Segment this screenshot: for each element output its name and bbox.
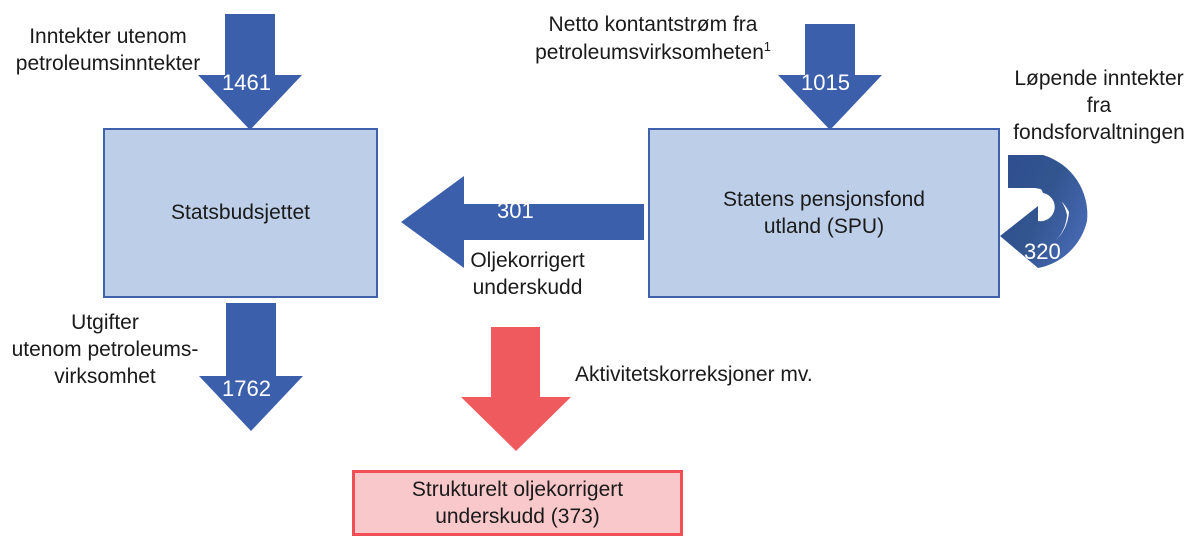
arrow-value-1461: 1461 bbox=[222, 70, 271, 95]
arrow-net-cash-flow-petroleum bbox=[778, 24, 882, 130]
box-pension-fund[interactable]: Statens pensjonsfond utland (SPU) bbox=[648, 128, 1000, 298]
label-net-cash-flow-petroleum-text: Netto kontantstrøm fra petroleumsvirksom… bbox=[535, 13, 764, 64]
label-oil-corrected-deficit: Oljekorrigert underskudd bbox=[470, 249, 585, 299]
arrow-expenses-excl-petroleum bbox=[199, 303, 303, 431]
box-state-budget-label: Statsbudsjettet bbox=[171, 201, 310, 225]
label-fund-management-income: Løpende inntekter fra fondsforvaltningen bbox=[1013, 67, 1185, 144]
label-revenue-excl-petroleum: Inntekter utenom petroleumsinntekter bbox=[15, 25, 201, 75]
box-structural-deficit[interactable]: Strukturelt oljekorrigert underskudd (37… bbox=[352, 470, 683, 536]
label-net-cash-flow-petroleum: Netto kontantstrøm fra petroleumsvirksom… bbox=[508, 12, 798, 67]
arrow-revenue-excl-petroleum bbox=[198, 14, 302, 130]
label-expenses-excl-petroleum: Utgifter utenom petroleums- virksomhet bbox=[11, 311, 199, 388]
arrow-oil-corrected-deficit bbox=[401, 176, 644, 268]
arrow-fund-management-income bbox=[1000, 155, 1088, 268]
box-pension-fund-label: Statens pensjonsfond utland (SPU) bbox=[723, 187, 925, 238]
footnote-marker-1: 1 bbox=[763, 39, 771, 54]
arrow-value-1015: 1015 bbox=[801, 70, 850, 95]
box-state-budget[interactable]: Statsbudsjettet bbox=[103, 128, 378, 298]
arrow-value-1762: 1762 bbox=[222, 376, 271, 401]
arrow-value-320: 320 bbox=[1024, 239, 1061, 264]
arrow-activity-corrections bbox=[461, 327, 571, 451]
box-structural-deficit-label: Strukturelt oljekorrigert underskudd (37… bbox=[411, 477, 624, 528]
arrow-value-301: 301 bbox=[497, 198, 534, 223]
label-activity-corrections: Aktivitetskorreksjoner mv. bbox=[575, 363, 813, 386]
